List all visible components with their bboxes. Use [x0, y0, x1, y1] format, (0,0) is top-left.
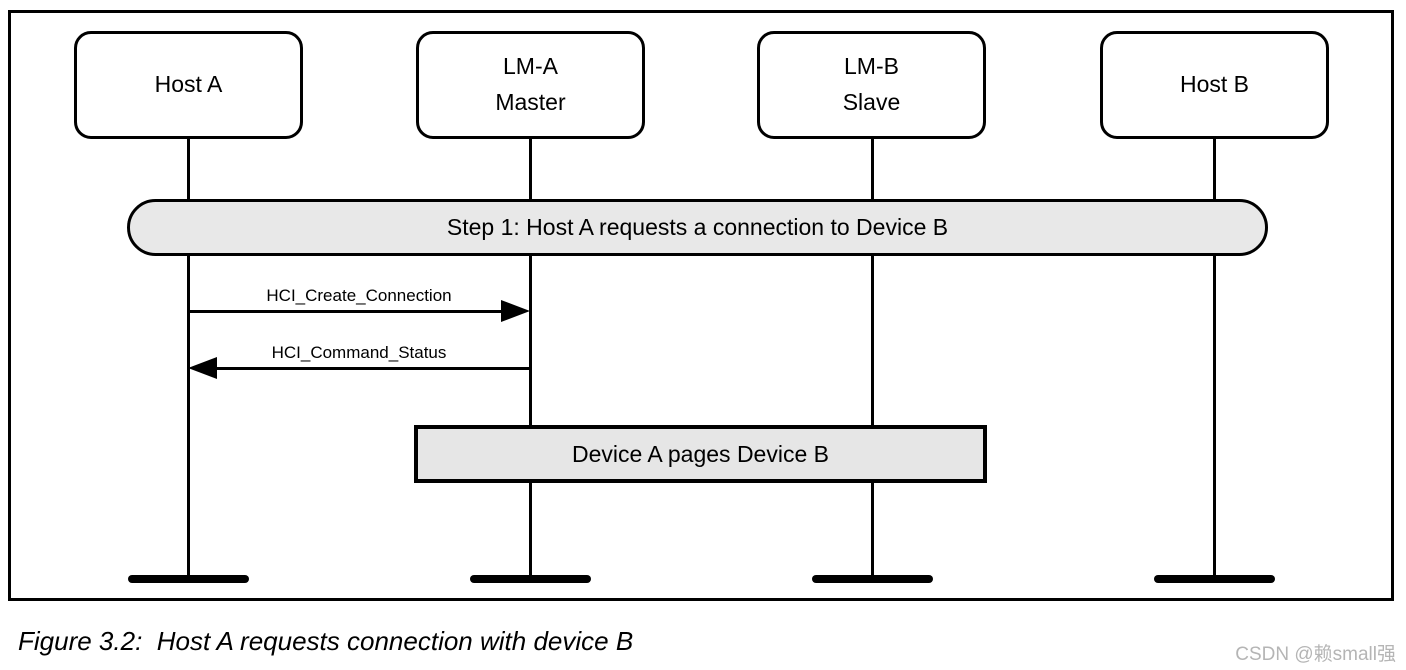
lifeline-host-b [1213, 138, 1216, 578]
actor-label-lm-a-master: LM-A Master [495, 53, 566, 115]
terminator-host-a [128, 575, 249, 583]
message-label-hci-create-connection: HCI_Create_Connection [266, 286, 452, 305]
figure-caption: Figure 3.2: Host A requests connection w… [18, 626, 634, 656]
message-label-hci-command-status: HCI_Command_Status [271, 343, 447, 362]
arrowhead-left-icon [188, 357, 217, 379]
actor-label-lm-b-slave: LM-B Slave [842, 53, 901, 115]
actor-box-host-a: Host A [74, 31, 303, 139]
step-banner: Step 1: Host A requests a connection to … [127, 199, 1268, 256]
lifeline-lm-b [871, 138, 874, 578]
actor-label-host-b: Host B [1179, 71, 1250, 98]
activity-label: Device A pages Device B [572, 440, 829, 467]
watermark: CSDN @赖small强 [1235, 644, 1396, 665]
message-arrow-hci-create-connection [188, 310, 503, 313]
step-banner-label: Step 1: Host A requests a connection to … [446, 214, 949, 240]
terminator-host-b [1154, 575, 1275, 583]
terminator-lm-b [812, 575, 933, 583]
actor-label-host-a: Host A [154, 71, 223, 98]
message-arrow-hci-command-status [216, 367, 531, 370]
activity-box: Device A pages Device B [414, 425, 987, 483]
terminator-lm-a [470, 575, 591, 583]
actor-box-lm-a-master: LM-A Master [416, 31, 645, 139]
actor-box-lm-b-slave: LM-B Slave [757, 31, 986, 139]
lifeline-lm-a [529, 138, 532, 578]
actor-box-host-b: Host B [1100, 31, 1329, 139]
arrowhead-right-icon [501, 300, 530, 322]
